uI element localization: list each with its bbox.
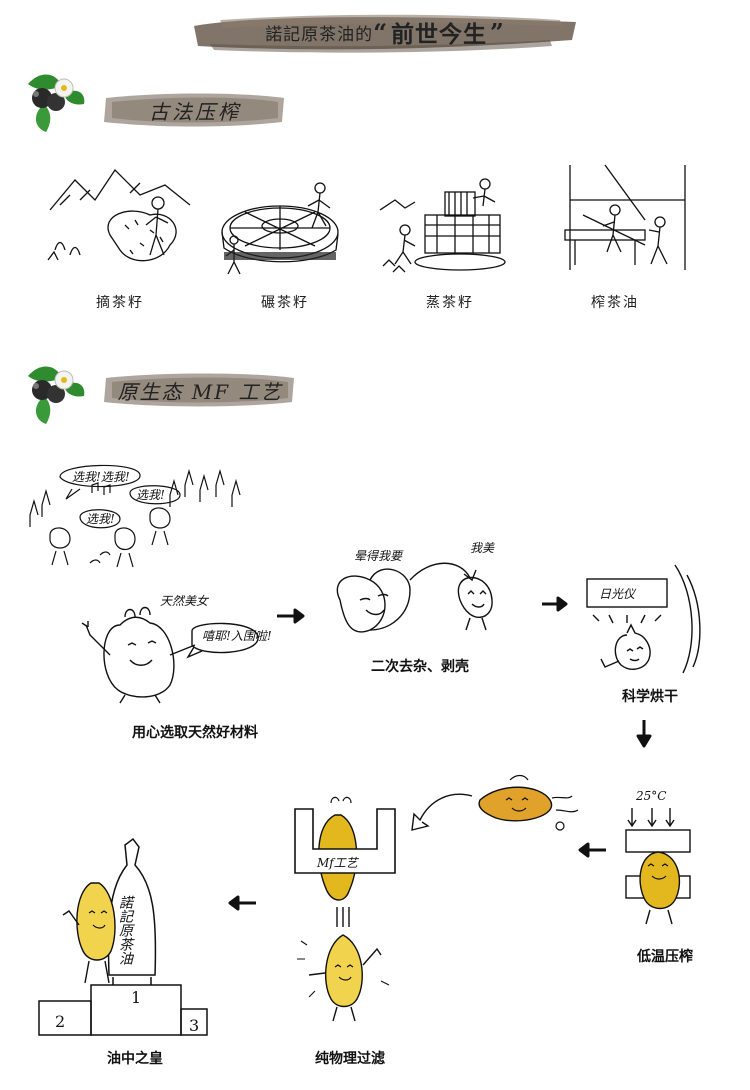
seed-crowd-illustration: 选我!选我! 选我! 选我! <box>29 464 241 568</box>
picking-seeds-illustration <box>47 168 191 262</box>
podium-third: 3 <box>189 1016 199 1035</box>
open-quote: “ <box>373 17 388 47</box>
bottle-label-text: 諾記原茶油 <box>117 895 133 965</box>
speech-pick-me-2: 选我! <box>136 488 165 502</box>
section1-brush-banner <box>104 93 284 127</box>
title-prefix: 諾記原茶油的 <box>265 24 374 45</box>
page-title: 諾記原茶油的 “ 前世今生 ” <box>190 10 580 54</box>
flying-seed-illustration <box>411 774 579 831</box>
speech-pick-me-1: 选我!选我! <box>72 470 130 484</box>
arrow-right-icon <box>277 608 305 624</box>
step-steam-seeds-caption: 蒸茶籽 <box>426 295 474 311</box>
step-peel-caption: 二次去杂、剥壳 <box>371 659 469 675</box>
title-brush-banner <box>194 14 576 53</box>
section2-title: 原生态 MF 工艺 <box>117 379 283 404</box>
temperature-text: 25°C <box>635 789 666 803</box>
step-select-material-caption: 用心选取天然好材料 <box>132 725 258 741</box>
drying-illustration: 日光仪 <box>586 564 701 674</box>
mf-sign-text: Mf工艺 <box>316 856 360 870</box>
king-of-oils-illustration: 諾記原茶油 1 2 3 <box>38 837 208 1036</box>
natural-beauty-seed-illustration: 天然美女 嘻耶!入围啦! <box>81 594 272 704</box>
step-king-caption: 油中之皇 <box>107 1051 163 1067</box>
podium-first: 1 <box>131 988 141 1007</box>
cold-press-illustration: 25°C <box>625 789 691 925</box>
speech-pick-me-3: 选我! <box>86 512 115 526</box>
arrow-left-icon <box>578 842 606 858</box>
step-grind-seeds-caption: 碾茶籽 <box>261 295 309 311</box>
speech-me-too: 我美 <box>470 541 495 555</box>
section2-brush-banner <box>104 373 294 407</box>
dryer-sign-text: 日光仪 <box>599 587 637 601</box>
step-cold-press-caption: 低温压榨 <box>637 949 693 965</box>
step-dry-caption: 科学烘干 <box>622 689 678 705</box>
speech-dizzy: 晕得我要 <box>354 549 404 563</box>
title-emphasis: 前世今生 <box>391 21 487 48</box>
speech-natural-beauty: 天然美女 <box>160 594 210 608</box>
step-pick-seeds-caption: 摘茶籽 <box>96 295 144 311</box>
grinding-mill-illustration <box>221 182 339 275</box>
close-quote: ” <box>490 17 505 47</box>
peeling-seeds-illustration: 晕得我要 我美 <box>336 541 495 633</box>
camellia-leaf-icon <box>28 366 85 424</box>
speech-great: 嘻耶!入围啦! <box>202 629 272 643</box>
podium-second: 2 <box>55 1012 65 1031</box>
mf-filter-illustration: Mf工艺 <box>294 796 396 1022</box>
pressing-oil-illustration <box>564 164 686 270</box>
arrow-down-icon <box>636 720 652 748</box>
arrow-left-icon <box>228 895 256 911</box>
steaming-seeds-illustration <box>379 178 506 273</box>
step-press-oil-caption: 榨茶油 <box>591 295 639 311</box>
step-filter-caption: 纯物理过滤 <box>315 1051 385 1067</box>
camellia-leaf-icon <box>28 74 85 132</box>
section1-title: 古法压榨 <box>149 99 241 124</box>
arrow-right-icon <box>542 596 568 612</box>
